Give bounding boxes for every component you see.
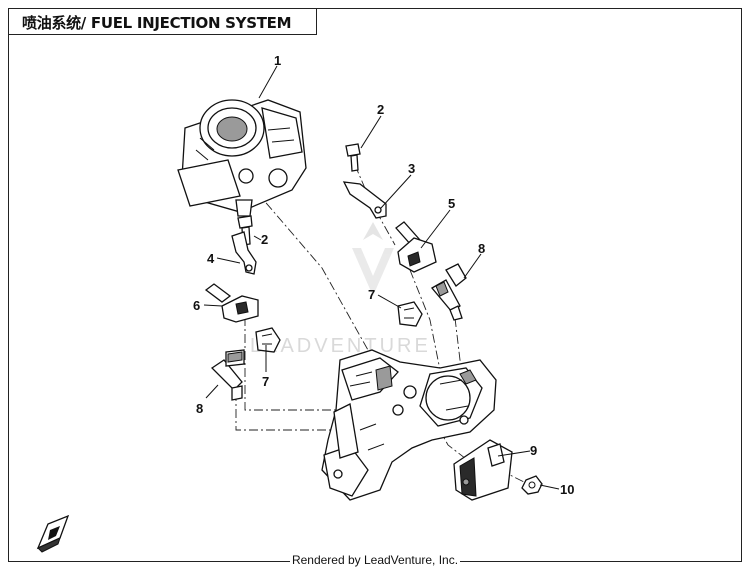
injector-right	[431, 263, 467, 321]
leadventure-logo	[352, 222, 394, 296]
callout-7-upper: 7	[368, 287, 375, 302]
bolt-ten	[521, 475, 543, 495]
bolt-upper	[345, 143, 361, 172]
callout-8-left: 8	[196, 401, 203, 416]
footer-credit: Rendered by LeadVenture, Inc.	[289, 553, 461, 567]
title-box: 喷油系统/ FUEL INJECTION SYSTEM	[8, 8, 317, 35]
bracket-upper	[342, 181, 387, 219]
callout-8-right: 8	[478, 241, 485, 256]
watermark-text: LEADVENTURE	[250, 335, 431, 357]
bracket-lower	[231, 231, 257, 275]
clip-lower	[255, 327, 281, 353]
callout-2-lower: 2	[261, 232, 268, 247]
callout-2-upper: 2	[377, 102, 384, 117]
callouts: 1 2 3 5 2 4 8 6 7 7 8 9 10	[193, 53, 574, 497]
callout-1: 1	[274, 53, 281, 68]
callout-5: 5	[448, 196, 455, 211]
map-sensor	[453, 439, 513, 501]
callout-4: 4	[207, 251, 215, 266]
leader-lines	[203, 65, 560, 490]
callout-7-lower: 7	[262, 374, 269, 389]
injector-left	[210, 349, 245, 401]
fuel-connector-lower	[204, 283, 259, 323]
callout-3: 3	[408, 161, 415, 176]
clip-upper	[397, 301, 423, 327]
direction-arrow-icon	[36, 514, 70, 553]
callout-9: 9	[530, 443, 537, 458]
callout-10: 10	[560, 482, 574, 497]
intake-manifold	[321, 349, 497, 501]
page-title: 喷油系统/ FUEL INJECTION SYSTEM	[22, 14, 292, 32]
footer-credit-wrap: Rendered by LeadVenture, Inc.	[0, 553, 750, 567]
throttle-body	[177, 99, 307, 217]
callout-6: 6	[193, 298, 200, 313]
fuel-connector-upper	[395, 221, 437, 273]
